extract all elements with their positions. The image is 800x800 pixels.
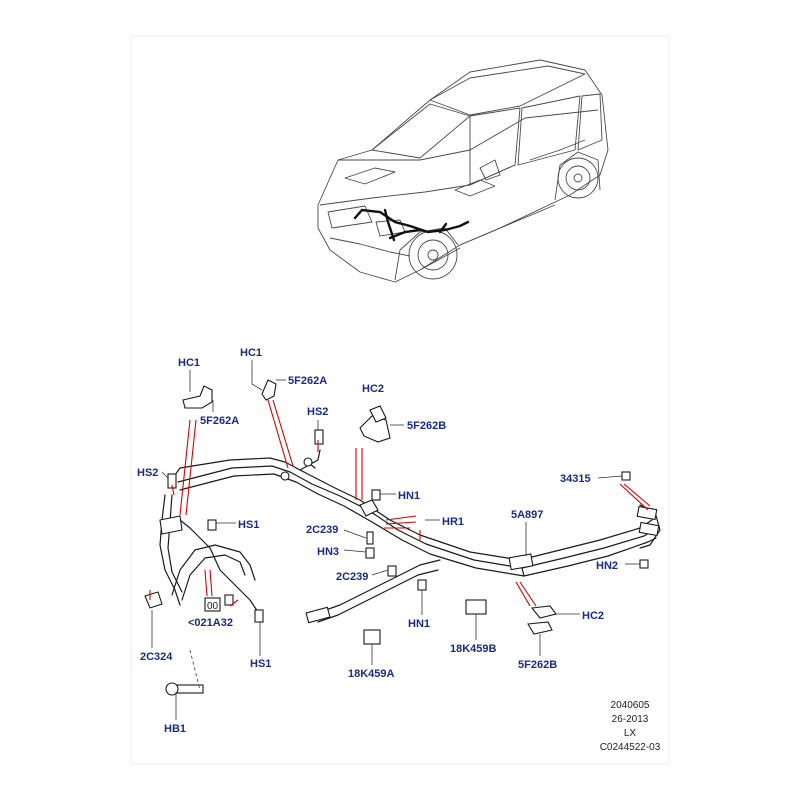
label-hs1-bottom: HS1 [250,658,271,670]
label-hn1-bottom: HN1 [408,618,430,630]
diagram-frame [130,35,670,765]
code-line-2: 26-2013 [612,714,649,725]
label-hc2-bottom: HC2 [582,610,604,622]
label-2c239-a: 2C239 [306,524,338,536]
part-labels: HC1 HC1 5F262A 5F262A HS2 HC2 5F262B HS2… [137,347,618,735]
reference-codes: 2040605 26-2013 LX C0244522-03 [600,700,661,753]
label-2c324: 2C324 [140,651,173,663]
label-hc1-mid: HC1 [240,347,262,359]
leader-lines [151,360,640,720]
label-hr1: HR1 [442,516,464,528]
code-line-1: 2040605 [611,700,650,711]
label-5f262a-left: 5F262A [200,415,239,427]
code-line-4: C0244522-03 [600,742,661,753]
label-hs2-top: HS2 [307,406,328,418]
label-34315: 34315 [560,473,591,485]
label-hs2-left: HS2 [137,467,158,479]
label-5f262a-mid: 5F262A [288,375,327,387]
label-5f262b-bottom: 5F262B [518,659,557,671]
label-hc2-top: HC2 [362,383,384,395]
code-line-3: LX [624,728,637,739]
label-hn2: HN2 [596,560,618,572]
label-2c239-b: 2C239 [336,571,368,583]
highlighted-fuel-line [353,208,470,234]
label-021a32: <021A32 [188,617,233,629]
small-badge-text: 00 [207,601,219,612]
label-hn3: HN3 [317,546,339,558]
label-hc1-left: HC1 [178,357,200,369]
label-5a897: 5A897 [511,509,543,521]
label-18k459a: 18K459A [348,668,395,680]
label-hn1-top: HN1 [398,490,420,502]
label-18k459b: 18K459B [450,643,497,655]
red-indicators [149,399,651,607]
label-hb1: HB1 [164,723,186,735]
label-5f262b-top: 5F262B [407,420,446,432]
vehicle-illustration [317,59,609,283]
clips [144,379,649,696]
label-hs1-left: HS1 [238,519,259,531]
